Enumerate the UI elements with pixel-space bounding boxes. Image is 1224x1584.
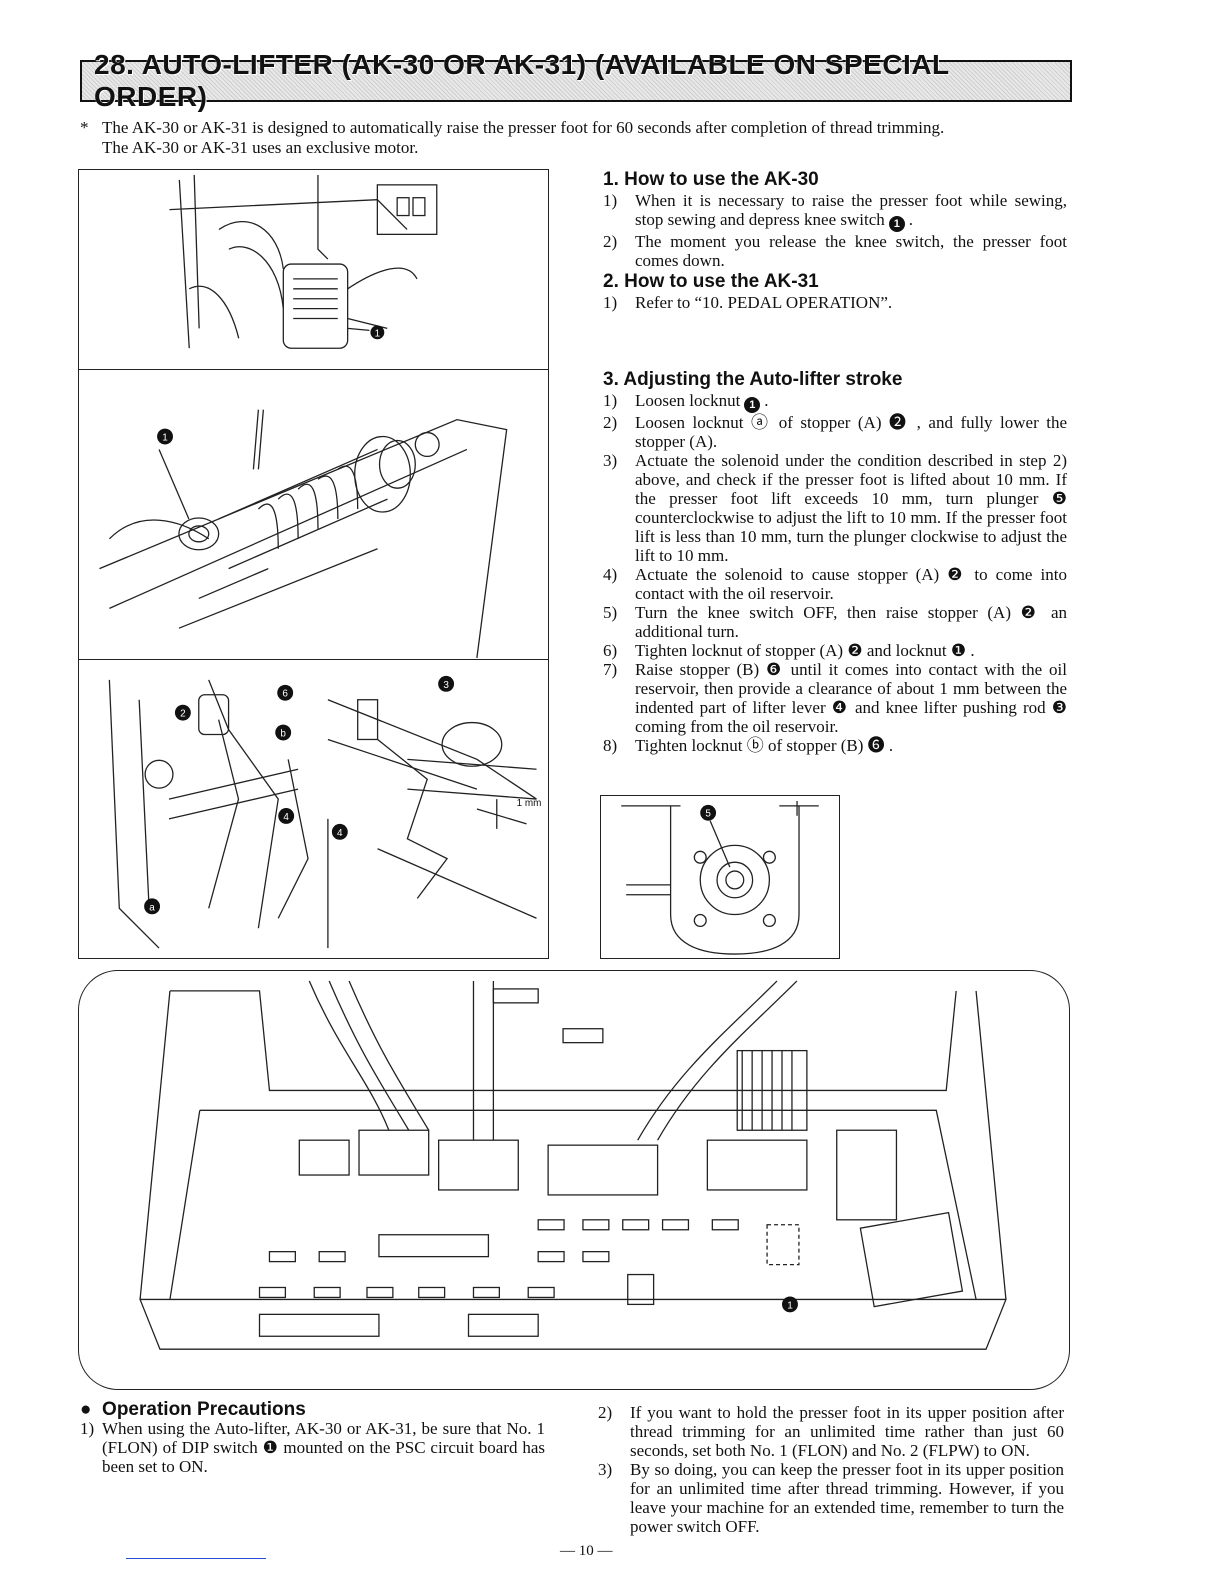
svg-text:3: 3 bbox=[443, 680, 449, 691]
precautions-right: 2) If you want to hold the presser foot … bbox=[598, 1403, 1064, 1536]
svg-text:6: 6 bbox=[282, 689, 288, 700]
list-item: 4)Actuate the solenoid to cause stopper … bbox=[603, 565, 1067, 603]
section-adjusting: 3. Adjusting the Auto-lifter stroke 1) L… bbox=[603, 370, 1067, 755]
callout-1-icon bbox=[370, 325, 385, 340]
section-ak30-heading: 1. How to use the AK-30 bbox=[603, 169, 819, 190]
section-adjusting-heading: 3. Adjusting the Auto-lifter stroke bbox=[603, 369, 903, 390]
section-title: 28. AUTO-LIFTER (AK-30 OR AK-31) (AVAILA… bbox=[94, 49, 950, 112]
stoppers-drawing: 6 2 b 4 a 3 4 1 mm bbox=[108, 675, 542, 949]
list-item: 2) The moment you release the knee switc… bbox=[603, 232, 1067, 270]
page-number: — 10 — bbox=[560, 1543, 613, 1559]
section-ak30: 1. How to use the AK-30 1) When it is ne… bbox=[603, 170, 1067, 312]
intro-line-2: The AK-30 or AK-31 uses an exclusive mot… bbox=[102, 138, 419, 157]
callout-4b-icon bbox=[331, 823, 348, 840]
list-item: 3)Actuate the solenoid under the conditi… bbox=[603, 451, 1067, 565]
callout-a-icon bbox=[144, 898, 161, 915]
callout-4-icon bbox=[278, 808, 295, 824]
callout-1-icon bbox=[157, 428, 173, 445]
svg-text:1: 1 bbox=[787, 1300, 793, 1311]
svg-text:2: 2 bbox=[180, 709, 186, 720]
callout-b-icon bbox=[275, 724, 292, 741]
callout-2-icon bbox=[174, 704, 191, 721]
figure-knee-switch: 1 bbox=[78, 169, 549, 370]
dip-switch-callout-1-icon bbox=[782, 1296, 798, 1313]
list-item: 1) Refer to “10. PEDAL OPERATION”. bbox=[603, 293, 893, 312]
list-item: 6)Tighten locknut of stopper (A) ❷ and l… bbox=[603, 641, 975, 660]
svg-text:a: a bbox=[149, 902, 155, 913]
figure-stoppers: 6 2 b 4 a 3 4 1 mm bbox=[78, 659, 549, 959]
intro-star: * bbox=[80, 118, 89, 137]
svg-text:1: 1 bbox=[162, 433, 168, 444]
footer-divider bbox=[126, 1558, 266, 1559]
figure-solenoid: 1 bbox=[78, 369, 549, 660]
callout-1-icon: 1 bbox=[888, 216, 905, 232]
mm-label: 1 mm bbox=[517, 798, 542, 809]
list-item: 3) By so doing, you can keep the presser… bbox=[598, 1460, 1064, 1536]
intro: * The AK-30 or AK-31 is designed to autom… bbox=[80, 118, 1080, 158]
callout-5-icon bbox=[700, 804, 717, 821]
intro-line-1: The AK-30 or AK-31 is designed to automa… bbox=[102, 118, 945, 137]
section-title-bar: 28. AUTO-LIFTER (AK-30 OR AK-31) (AVAILA… bbox=[80, 49, 1072, 112]
plunger-drawing: 5 bbox=[621, 800, 819, 955]
list-item: 7)Raise stopper (B) ❻ until it comes int… bbox=[603, 660, 1067, 736]
svg-text:4: 4 bbox=[283, 812, 289, 823]
list-item: 5)Turn the knee switch OFF, then raise s… bbox=[603, 603, 1067, 641]
callout-1-icon: 1 bbox=[744, 397, 761, 413]
list-item: 1) When using the Auto-lifter, AK-30 or … bbox=[80, 1419, 545, 1476]
list-item: 1) When it is necessary to raise the pre… bbox=[603, 191, 1067, 232]
precautions-heading: ● Operation Precautions bbox=[80, 1399, 306, 1420]
svg-text:5: 5 bbox=[705, 809, 711, 820]
figure-plunger: 5 bbox=[600, 795, 840, 959]
svg-text:1: 1 bbox=[375, 328, 381, 339]
circuit-board-drawing: 1 bbox=[139, 980, 1007, 1350]
section-ak31-heading: 2. How to use the AK-31 bbox=[603, 271, 819, 292]
list-item: 8)Tighten locknut ⓑ of stopper (B) ❻ . bbox=[603, 736, 894, 755]
knee-switch-drawing: 1 bbox=[169, 174, 438, 349]
callout-6-icon bbox=[277, 684, 294, 701]
solenoid-drawing: 1 bbox=[99, 409, 508, 659]
precautions-left: ● Operation Precautions 1) When using th… bbox=[80, 1400, 545, 1476]
figure-circuit-board: 1 bbox=[78, 970, 1070, 1390]
svg-text:4: 4 bbox=[337, 828, 343, 839]
callout-3-icon bbox=[438, 675, 455, 692]
svg-text:b: b bbox=[280, 728, 286, 739]
list-item: 2) If you want to hold the presser foot … bbox=[598, 1403, 1064, 1460]
list-item: 2)Loosen locknut ⓐ of stopper (A) ❷ , an… bbox=[603, 413, 1067, 451]
